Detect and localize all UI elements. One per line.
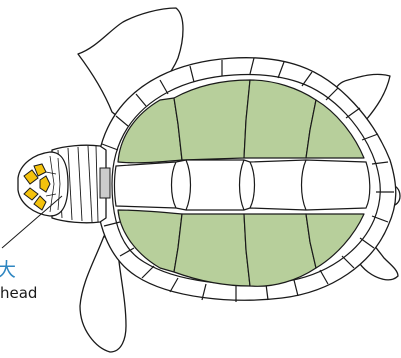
annotation-label-cn: 大 <box>0 261 16 280</box>
neck-cartilage <box>100 168 110 198</box>
vertebral-band <box>115 160 370 210</box>
annotation-label-en: head <box>0 286 37 301</box>
